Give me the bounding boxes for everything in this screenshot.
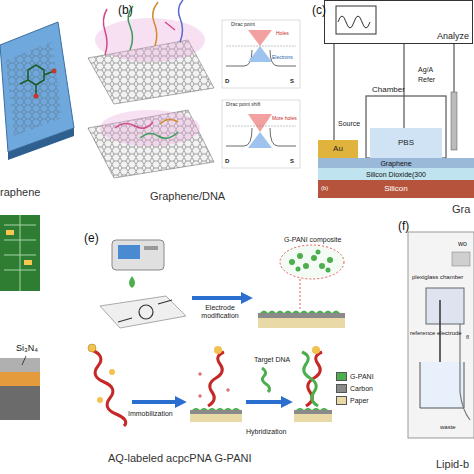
panel-caption: Graphene/DNA xyxy=(150,190,225,202)
hybridized-probe xyxy=(294,346,332,422)
node-text: Analyze xyxy=(437,32,469,41)
electrode-pad: Au xyxy=(318,140,358,158)
node-text: Silicon Dioxide(300 xyxy=(366,171,426,178)
callout-label: G-PANI composite xyxy=(284,236,341,244)
step-label: Immobilization xyxy=(128,410,173,418)
step-label: Target DNA xyxy=(254,356,290,364)
measurement-setup xyxy=(334,6,457,158)
part-label: Chamber xyxy=(372,86,405,95)
panel-letter: (e) xyxy=(84,232,99,245)
part-label: plexiglass chamber xyxy=(412,274,463,281)
graphene-layer: Graphene xyxy=(318,158,474,168)
node-text: Graphene xyxy=(380,160,411,167)
legend-swatch xyxy=(336,372,347,381)
panel-letter: (c) xyxy=(312,4,326,17)
step-label: Hybridization xyxy=(246,428,286,436)
terminal-label: S xyxy=(290,158,294,165)
legend-text: Carbon xyxy=(350,385,373,392)
legend-text: G-PANI xyxy=(350,373,374,380)
band-label: Dirac point shift xyxy=(226,102,260,108)
node-text: Silicon xyxy=(384,185,408,193)
part-label: fl xyxy=(466,334,469,341)
layer-stack xyxy=(0,356,40,420)
legend-swatch xyxy=(336,396,347,405)
part-label: reference electrode xyxy=(410,330,462,337)
band-diagram xyxy=(222,20,300,168)
part-label: Refer xyxy=(418,76,435,84)
paper-electrode xyxy=(100,276,186,328)
panel-letter: (b) xyxy=(321,185,328,192)
probe-helix xyxy=(88,344,126,426)
layer-label: Si₃N₄ xyxy=(16,344,38,354)
terminal-label: S xyxy=(290,78,294,85)
panel-letter: (b) xyxy=(118,4,133,17)
legend-entry: G-PANI xyxy=(336,372,374,381)
panel-caption: Gra xyxy=(452,203,470,215)
oxide-layer: Silicon Dioxide(300 xyxy=(318,168,474,180)
terminal-label: D xyxy=(225,78,229,85)
part-label: Ag/A xyxy=(418,66,433,74)
panel-caption: raphene xyxy=(0,186,40,198)
panel-caption: AQ-labeled acpcPNA G-PANI xyxy=(108,452,251,464)
legend-entry: Paper xyxy=(336,396,369,405)
band-label: Holes xyxy=(276,31,289,37)
terminal-label: D xyxy=(225,158,229,165)
part-label: wo xyxy=(458,240,467,248)
legend-swatch xyxy=(336,384,347,393)
band-label: Electrons xyxy=(272,55,293,61)
node-text: PBS xyxy=(398,139,414,147)
legend-entry: Carbon xyxy=(336,384,373,393)
electrolyte-region: PBS xyxy=(370,128,442,158)
flow-cell-setup xyxy=(408,232,474,438)
legend-text: Paper xyxy=(350,397,369,404)
graphene-chip xyxy=(0,22,74,160)
node-text: Au xyxy=(333,145,343,153)
part-label: waste xyxy=(440,424,456,431)
sensor-chip xyxy=(0,215,40,291)
panel-caption: Lipid-b xyxy=(436,458,469,470)
modified-electrode xyxy=(258,245,345,328)
dna-strands xyxy=(95,0,205,146)
panel-letter: (f) xyxy=(398,220,409,233)
part-label: Source xyxy=(338,120,360,128)
band-label: Dirac point xyxy=(231,22,255,28)
potentiostat xyxy=(112,240,164,270)
substrate-layer: Silicon xyxy=(318,180,474,198)
step-label: Electrode modification xyxy=(188,304,252,319)
analyzer-box: Analyze xyxy=(324,0,473,44)
band-label: More holes xyxy=(272,116,297,122)
